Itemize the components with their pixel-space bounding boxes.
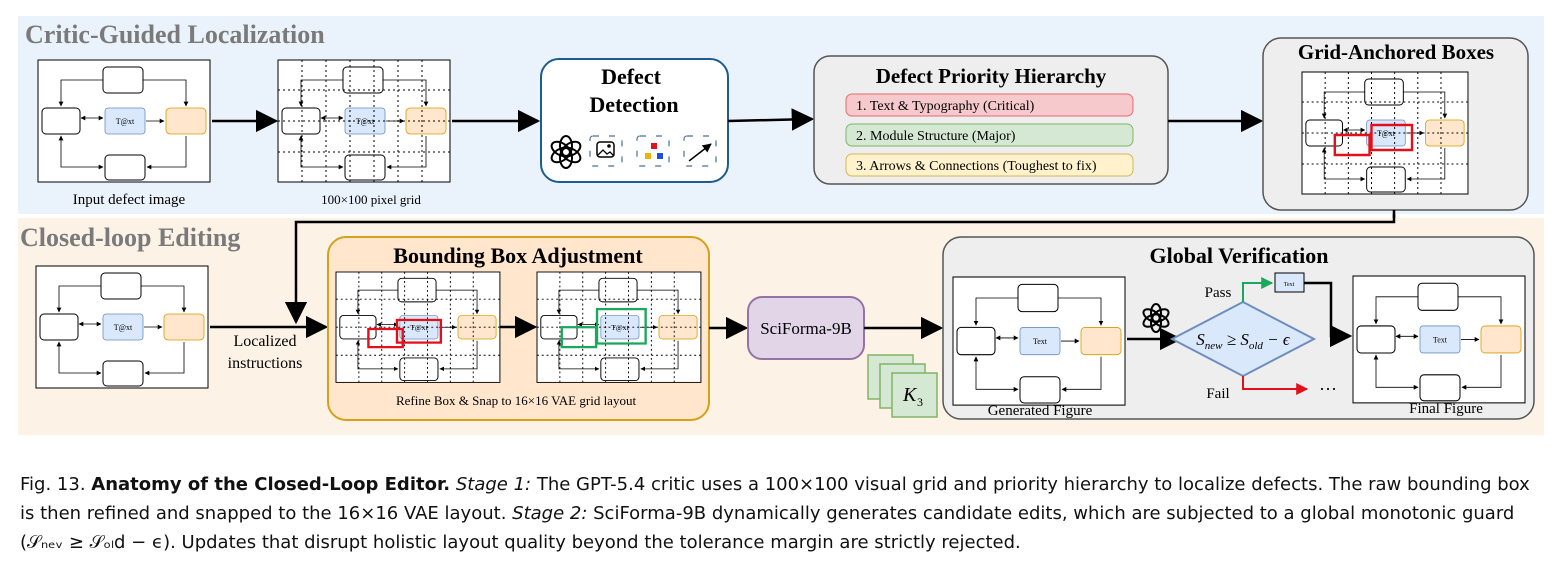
thumb-text-clean: Text (1033, 337, 1048, 346)
stage2-title: Closed-loop Editing (20, 223, 240, 252)
verification-title: Global Verification (1149, 243, 1328, 268)
openai-icon (550, 135, 582, 169)
image-icon (589, 135, 623, 167)
fail-ellipsis: ··· (1319, 379, 1337, 399)
instructions-line2: instructions (228, 355, 303, 372)
generated-figure-label: Generated Figure (988, 403, 1093, 419)
thumb-text: T@xt (116, 117, 135, 126)
sciforma-label: SciForma-9B (760, 319, 852, 338)
input-image-label: Input defect image (73, 192, 186, 208)
fail-arrow (1242, 376, 1309, 395)
priority-item-module-label: 2. Module Structure (Major) (856, 129, 1016, 144)
guard-formula: Snew ≥ Sold − ϵ (1196, 330, 1291, 352)
figure-caption: Fig. 13. Anatomy of the Closed-Loop Edit… (20, 470, 1545, 557)
caption-title: Anatomy of the Closed-Loop Editor. (91, 474, 451, 495)
defect-detection-title-1: Defect (601, 64, 662, 89)
priority-item-text-label: 1. Text & Typography (Critical) (856, 99, 1035, 114)
arrow-icon (683, 135, 717, 167)
final-figure: Text (1353, 276, 1525, 403)
final-figure-label: Final Figure (1409, 401, 1483, 417)
pass-arrow (1242, 277, 1274, 302)
arrow-to-final (1304, 281, 1353, 348)
layout-icon (636, 135, 670, 167)
caption-stage2-label: Stage 2: (512, 503, 588, 524)
thumb-text: T@xt (356, 117, 375, 126)
thumb-text: T@xt (114, 323, 133, 332)
bbox-subtitle: Refine Box & Snap to 16×16 VAE grid layo… (396, 393, 637, 408)
thumb-text-clean: Text (1433, 335, 1448, 344)
k3-label: K (902, 384, 918, 406)
bbox-after-image: T@xt (536, 271, 702, 383)
pass-text-node-label: Text (1284, 282, 1295, 288)
caption-stage2-text: SciForma-9B dynamically generates candid… (20, 503, 1515, 553)
bbox-before-image: T@xt (335, 271, 501, 383)
caption-fig: Fig. 13. (20, 474, 86, 495)
caption-stage1-label: Stage 1: (455, 474, 532, 495)
bbox-title: Bounding Box Adjustment (393, 243, 643, 268)
k3-sub: 3 (917, 395, 923, 409)
defect-bbox-red-2 (1370, 123, 1414, 152)
diagram-canvas: Critic-Guided Localization T@xt Input de… (18, 16, 1544, 435)
priority-item-text (845, 93, 1134, 117)
priority-item-arrows (845, 153, 1134, 177)
stage2-input-image: T@xt (36, 266, 208, 388)
generated-figure: Text (953, 277, 1125, 405)
openai-icon (1142, 303, 1170, 333)
priority-item-module (845, 123, 1134, 147)
instructions-line1: Localized (233, 333, 296, 350)
priority-title: Defect Priority Hierarchy (876, 64, 1107, 88)
pixel-grid-image: T@xt (277, 59, 451, 183)
caption-tail: ). Updates that disrupt holistic layout … (163, 532, 1021, 553)
thumb-text: T@xt (410, 323, 429, 332)
bbox-green-large (595, 307, 647, 345)
arrow-detection-to-priority (727, 108, 815, 131)
caption-formula: 𝒮ₙₑᵥ ≥ 𝒮ₒₗd − ϵ (27, 532, 164, 553)
stage1-title: Critic-Guided Localization (25, 20, 325, 49)
grid-anchored-title: Grid-Anchored Boxes (1298, 40, 1494, 64)
bbox-red-large (395, 318, 443, 344)
caption-stage1-text: The GPT-5.4 critic uses a 100×100 visual… (20, 474, 1530, 524)
input-defect-image: T@xt (38, 60, 210, 182)
defect-bbox-red (1333, 133, 1371, 157)
thumb-text: T@xt (1377, 129, 1396, 138)
defect-detection-title-2: Detection (589, 92, 678, 117)
priority-item-arrows-label: 3. Arrows & Connections (Toughest to fix… (856, 159, 1097, 174)
k3-candidate-stack: K 3 (867, 354, 938, 418)
grid-anchored-image: T@xt (1301, 71, 1469, 195)
pass-label: Pass (1205, 285, 1232, 301)
fail-label: Fail (1206, 386, 1229, 402)
pixel-grid-label: 100×100 pixel grid (321, 192, 421, 207)
thumb-text: T@xt (611, 323, 630, 332)
bbox-red-small (367, 327, 404, 349)
